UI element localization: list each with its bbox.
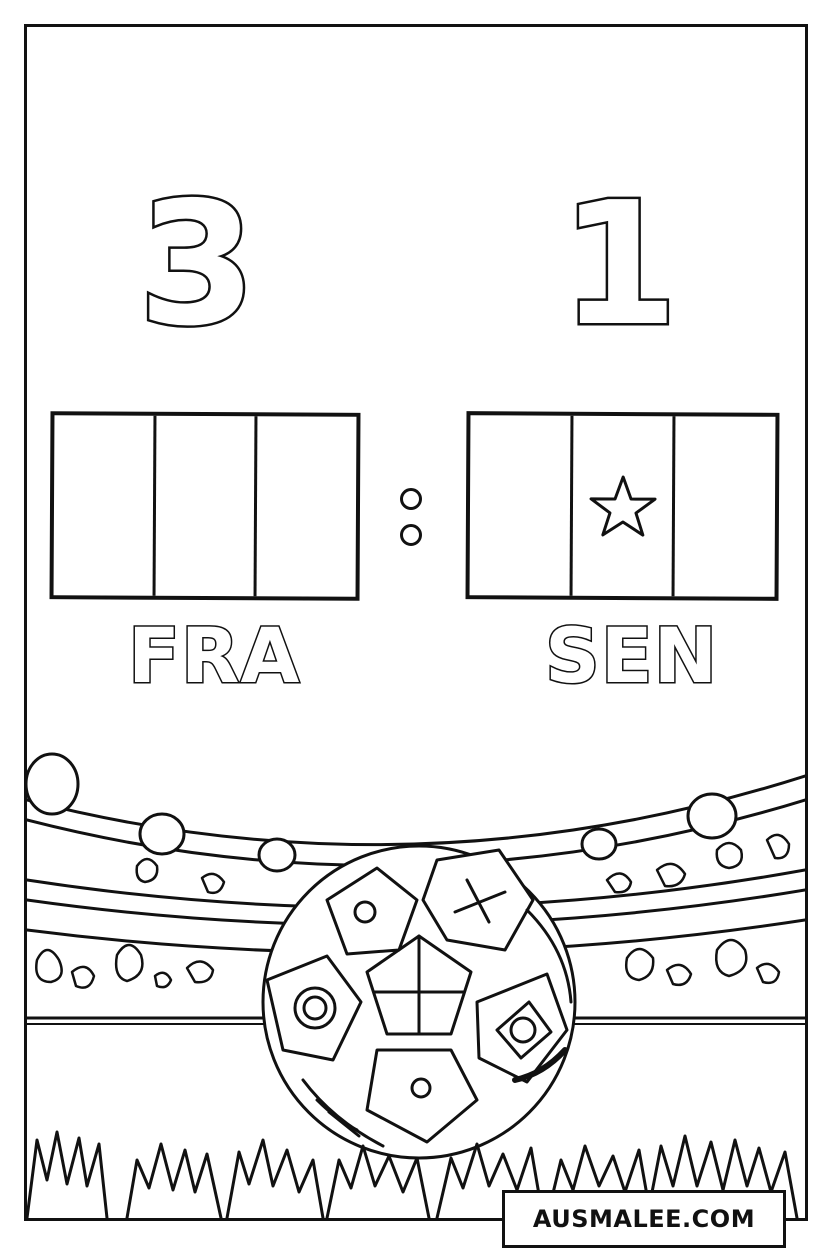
flag-stripe — [675, 416, 776, 597]
page-frame — [24, 24, 808, 1221]
stadium-light — [686, 792, 738, 840]
star-icon — [589, 475, 657, 537]
separator-dot — [400, 524, 422, 546]
away-flag — [465, 411, 780, 601]
flag-stripe — [469, 415, 574, 596]
watermark-box: AUSMALEE.COM — [502, 1190, 786, 1248]
home-flag — [49, 411, 361, 601]
watermark-text: AUSMALEE.COM — [532, 1205, 756, 1233]
soccer-ball-icon — [261, 844, 577, 1160]
flag-stripe — [155, 415, 258, 597]
away-score: 1 — [557, 166, 680, 364]
flag-stripe — [572, 415, 676, 597]
separator-dot — [400, 488, 422, 510]
flag-stripe — [257, 416, 357, 597]
score-separator — [400, 488, 422, 560]
home-team-code: FRA — [126, 611, 301, 700]
stadium-light — [27, 752, 80, 816]
stadium-scene — [27, 752, 805, 1218]
flag-stripe — [53, 415, 157, 596]
stadium-light — [580, 827, 618, 861]
crowd — [35, 833, 791, 989]
home-score: 3 — [135, 166, 258, 364]
away-team-code: SEN — [543, 611, 719, 700]
stadium-light — [138, 812, 186, 856]
stadium-light — [257, 837, 297, 873]
